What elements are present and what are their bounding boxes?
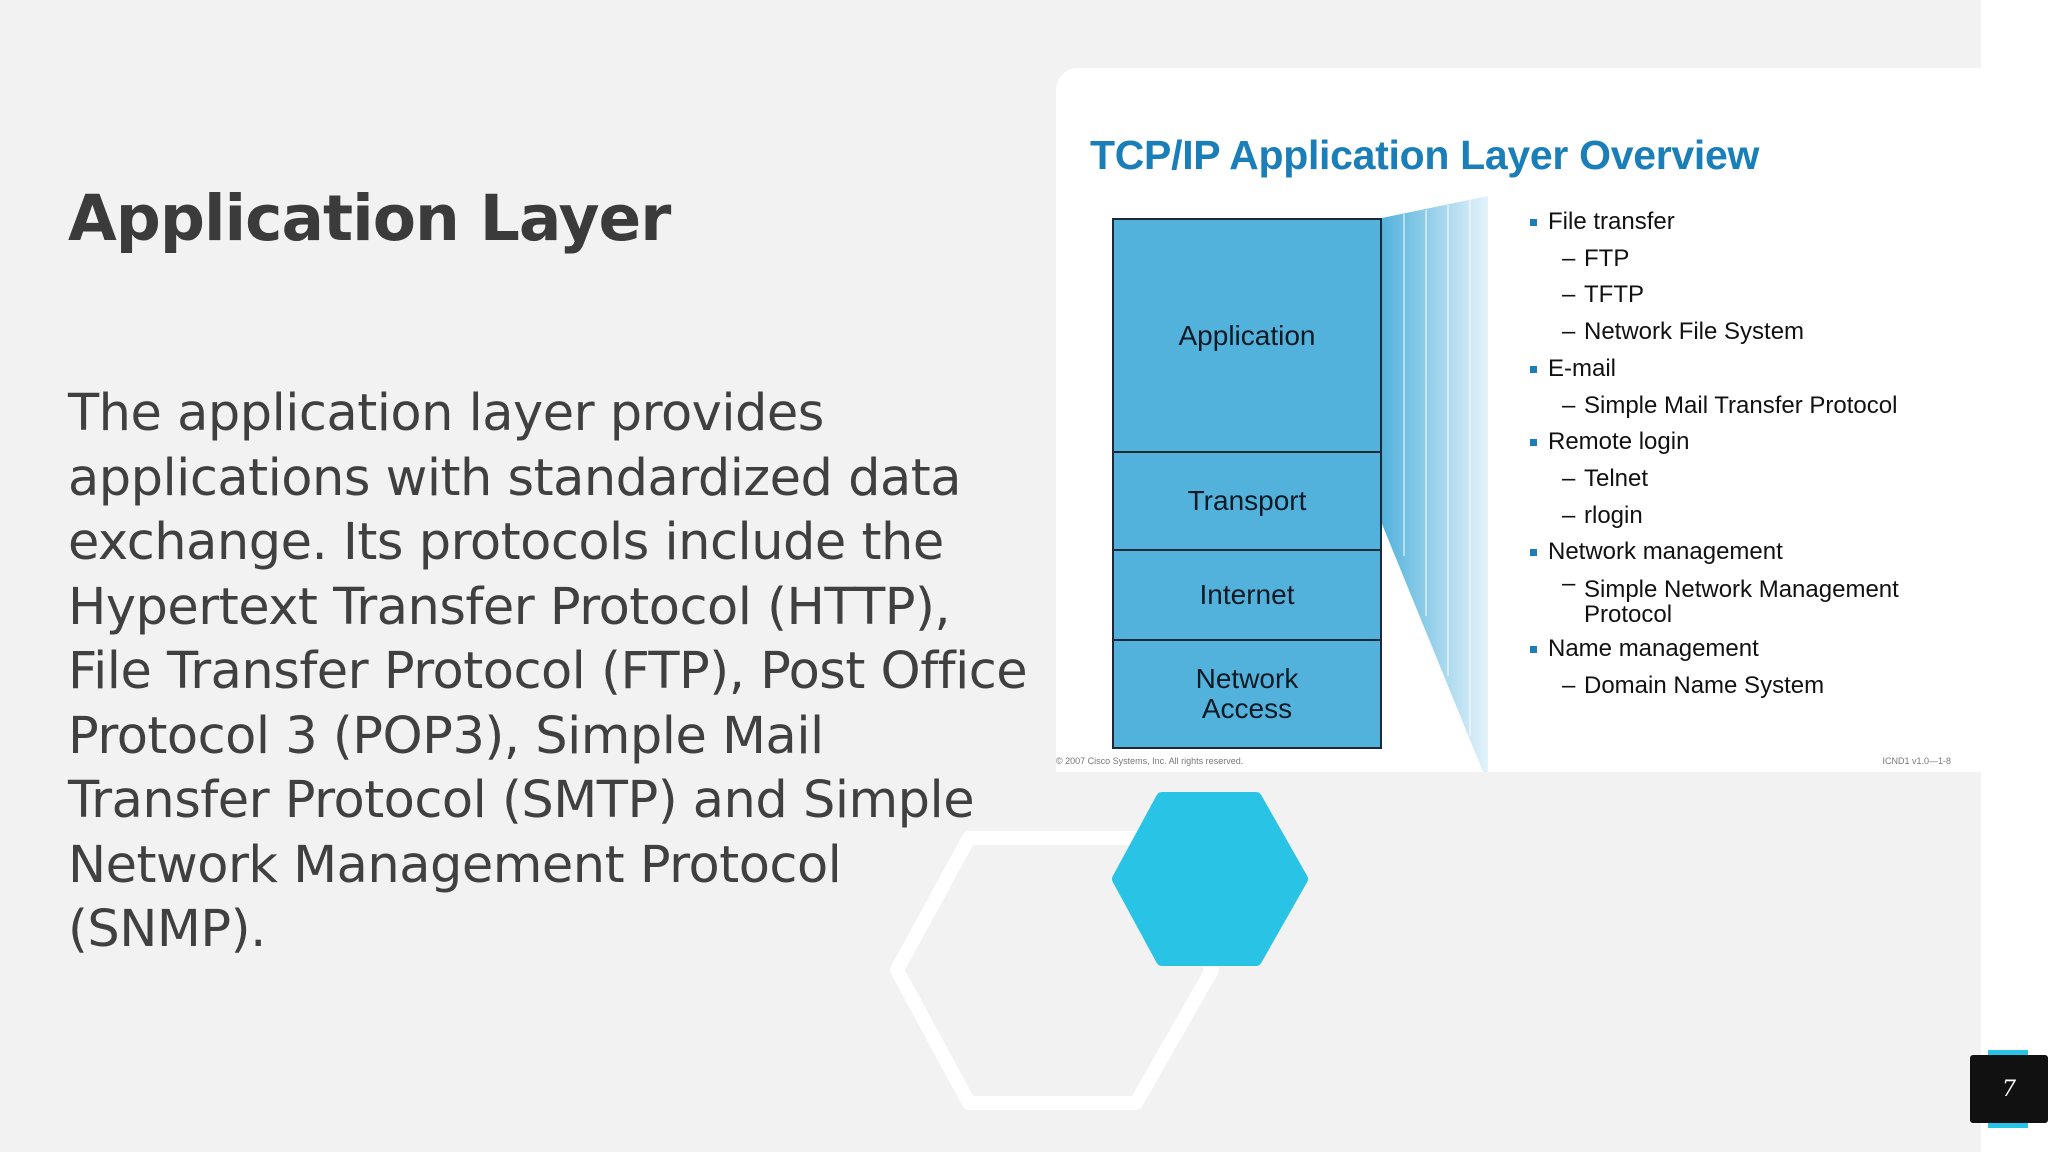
diagram-copyright: © 2007 Cisco Systems, Inc. All rights re…	[1056, 756, 1244, 766]
feature-subitem: Domain Name System	[1528, 668, 1968, 705]
feature-item: File transfer	[1528, 204, 1968, 241]
feature-item: Remote login	[1528, 424, 1968, 461]
layer-network-access: Network Access	[1112, 641, 1382, 749]
diagram-slide-code: ICND1 v1.0—1-8	[1882, 756, 1951, 766]
feature-subitem: TFTP	[1528, 277, 1968, 314]
feature-subitem: Simple Mail Transfer Protocol	[1528, 388, 1968, 425]
feature-item: E-mail	[1528, 351, 1968, 388]
feature-subitem: FTP	[1528, 241, 1968, 278]
filled-hexagon-shape	[1112, 792, 1308, 966]
page-number-badge: 7	[1970, 1055, 2048, 1123]
right-edge-strip	[1981, 0, 2048, 1152]
feature-list: File transfer FTP TFTP Network File Syst…	[1528, 204, 1968, 704]
layer-stack: Application Transport Internet Network A…	[1112, 218, 1382, 749]
feature-subitem: Simple Network Management Protocol	[1528, 571, 1944, 631]
feature-subitem: Telnet	[1528, 461, 1968, 498]
feature-subitem: Network File System	[1528, 314, 1968, 351]
feature-item: Network management	[1528, 534, 1968, 571]
layer-application: Application	[1112, 218, 1382, 453]
slide-title: Application Layer	[68, 182, 671, 255]
tcpip-diagram-image: TCP/IP Application Layer Overview Applic…	[1056, 68, 1981, 772]
slide-body-text: The application layer provides applicati…	[68, 384, 1028, 959]
layer-transport: Transport	[1112, 453, 1382, 551]
feature-subitem: rlogin	[1528, 498, 1968, 535]
layer-internet: Internet	[1112, 551, 1382, 641]
page-badge-accent-top	[1988, 1050, 2028, 1056]
feature-item: Name management	[1528, 631, 1968, 668]
diagram-title: TCP/IP Application Layer Overview	[1090, 132, 1760, 178]
page-badge-accent-bottom	[1988, 1123, 2028, 1128]
expansion-fan-graphic	[1382, 196, 1488, 772]
